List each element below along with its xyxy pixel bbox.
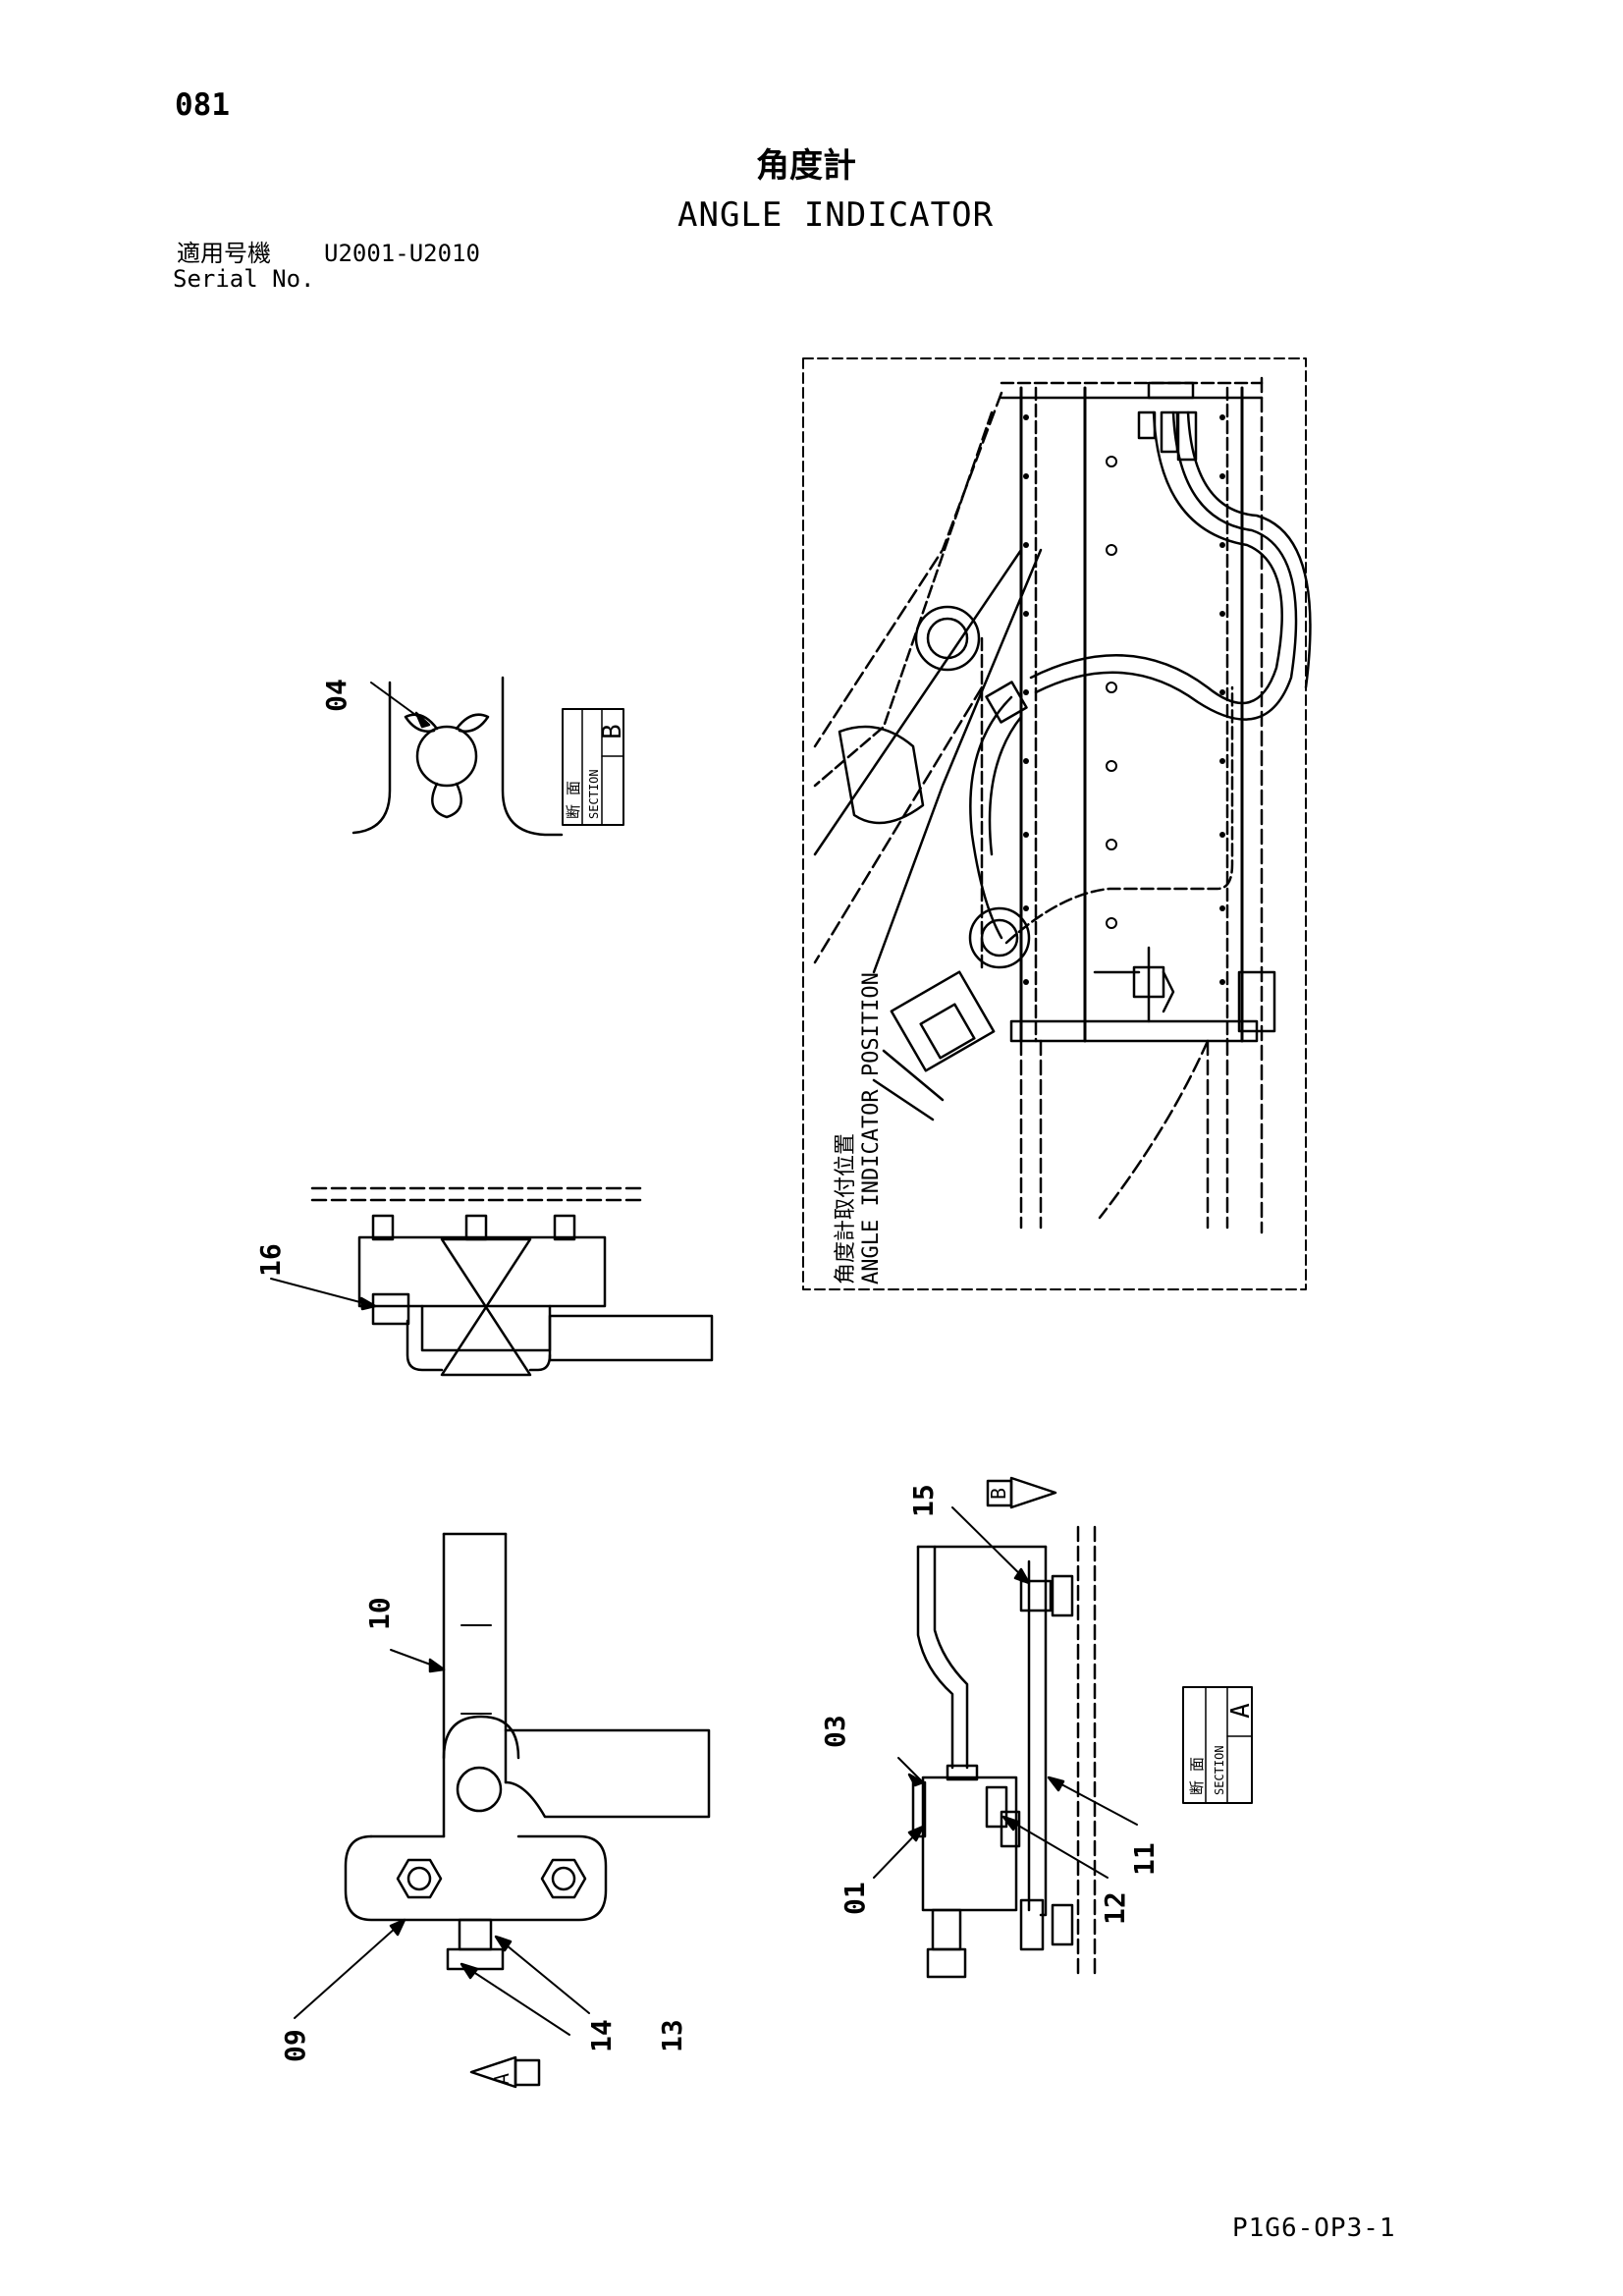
callout-13: 13: [656, 2019, 688, 2052]
section-b-japanese: 断 面: [565, 781, 582, 819]
title-japanese: 角度計: [756, 146, 856, 186]
page-number: 081: [175, 87, 230, 123]
position-caption-english: ANGLE INDICATOR POSITION: [859, 972, 884, 1285]
side-view-bracket: [873, 1476, 1253, 1979]
section-b-english: SECTION: [587, 769, 601, 819]
callout-11: 11: [1128, 1842, 1161, 1876]
view-arrow-b-letter: B: [987, 1488, 1010, 1500]
section-a-letter: A: [1226, 1703, 1256, 1719]
callout-10: 10: [363, 1597, 396, 1630]
drawing-code: P1G6-OP3-1: [1232, 2214, 1396, 2243]
callout-03: 03: [819, 1715, 851, 1748]
angle-indicator-position-view: [802, 357, 1312, 1290]
callout-16: 16: [254, 1243, 287, 1277]
title-english: ANGLE INDICATOR: [677, 195, 995, 235]
mounting-detail: [270, 1186, 714, 1377]
section-b-letter: B: [598, 724, 627, 739]
view-arrow-a-letter: A: [490, 2073, 514, 2085]
callout-09: 09: [279, 2029, 311, 2062]
section-a-japanese: 断 面: [1188, 1757, 1206, 1795]
section-b-detail: [352, 676, 564, 837]
serial-range: U2001-U2010: [324, 240, 480, 267]
front-view-bracket: [294, 1532, 711, 2089]
section-b-label: [562, 708, 624, 826]
serial-label-japanese: 適用号機: [177, 240, 271, 267]
callout-04: 04: [320, 679, 352, 712]
section-a-english: SECTION: [1213, 1745, 1226, 1795]
serial-label-english: Serial No.: [173, 265, 315, 293]
callout-14: 14: [585, 2019, 618, 2052]
callout-01: 01: [839, 1882, 871, 1915]
position-caption-japanese: 角度計取付位置: [834, 1133, 858, 1285]
callout-15: 15: [907, 1484, 940, 1517]
callout-12: 12: [1099, 1891, 1131, 1925]
